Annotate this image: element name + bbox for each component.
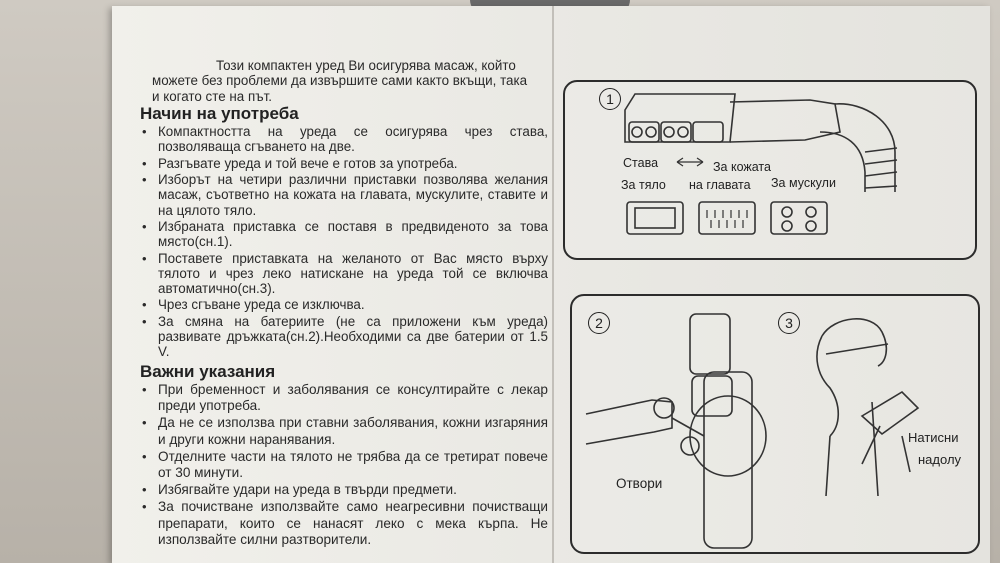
list-item: • За смяна на батериите (не са приложени … — [128, 314, 548, 360]
arm-grip-lines — [864, 147, 898, 189]
section-heading-usage: Начин на употреба — [140, 103, 299, 123]
device-handle-shape — [729, 99, 841, 143]
figure-2-3-frame: 2 3 Отвори Натисни надолу — [570, 294, 980, 554]
double-arrow-icon — [676, 157, 704, 167]
device-arm-shape — [834, 103, 896, 192]
headband — [825, 343, 889, 355]
hair-outline — [821, 318, 888, 367]
bullet-icon: • — [142, 250, 147, 266]
figure-label: Натисни — [908, 430, 959, 445]
list-item-text: За смяна на батериите (не са приложени к… — [158, 313, 548, 360]
intro-line: и когато сте на път. — [152, 88, 272, 104]
attachment-slot — [660, 121, 692, 143]
figure-number: 3 — [778, 312, 800, 334]
instruction-sheet — [112, 6, 990, 563]
list-item: • При бременност и заболявания се консулт… — [128, 382, 548, 414]
scalp-attachment — [698, 201, 756, 235]
attachment-slot — [628, 121, 660, 143]
list-item: • Поставете приставката на желаното от Ва… — [128, 251, 548, 297]
bullet-icon: • — [142, 313, 147, 329]
scalp-bristles — [706, 210, 748, 218]
figure-label: Става — [623, 156, 659, 170]
handle-tube — [703, 371, 753, 549]
list-item-text: Избраната приставка се поставя в предвид… — [158, 218, 548, 250]
figure-label: За кожата — [713, 160, 771, 174]
bullet-icon: • — [142, 381, 147, 397]
figure-2-3-drawing — [585, 313, 920, 549]
figure-label: Отвори — [616, 476, 663, 491]
paper-fold-line — [552, 6, 554, 563]
intro-paragraph: Този компактен уред Ви осигурява масаж, … — [152, 58, 548, 104]
figure-1-drawing — [624, 93, 898, 235]
usage-list: • Компактността на уреда се осигурява чре… — [128, 124, 548, 359]
bullet-icon: • — [142, 448, 147, 464]
bullet-icon: • — [142, 297, 147, 313]
section-heading-notes: Важни указания — [140, 361, 276, 381]
text-column: Този компактен уред Ви осигурява масаж, … — [128, 58, 548, 549]
body-attachment — [626, 201, 684, 235]
list-item-text: Разгъвате уреда и той вече е готов за уп… — [158, 155, 458, 171]
list-item-text: Поставете приставката на желаното от Вас… — [158, 250, 548, 297]
list-item-text: Изборът на четири различни приставки поз… — [158, 172, 548, 218]
list-item: • Изборът на четири различни приставки по… — [128, 172, 548, 218]
bullet-icon: • — [142, 499, 147, 515]
list-item-text: Компактността на уреда се осигурява чрез… — [158, 124, 548, 155]
bullet-icon: • — [142, 415, 147, 431]
massager-in-use — [860, 390, 920, 436]
attachment-slot — [692, 121, 724, 143]
neck-outline — [825, 401, 879, 497]
list-item: • Да не се използва при ставни заболявани… — [128, 415, 548, 447]
battery-upper — [689, 313, 731, 375]
figure-number: 2 — [588, 312, 610, 334]
list-item: • Избягвайте удари на уреда в твърди пред… — [128, 482, 548, 498]
list-item: • Избраната приставка се поставя в предви… — [128, 219, 548, 250]
figure-number: 1 — [599, 88, 621, 110]
device-body-shape — [624, 93, 736, 143]
list-item-text: Отделните части на тялото не трябва да с… — [158, 448, 548, 480]
device-arm-inner — [819, 131, 866, 192]
list-item: • Чрез сгъване уреда се изключва. — [128, 297, 548, 312]
list-item: • Отделните части на тялото не трябва да … — [128, 449, 548, 481]
list-item-text: Избягвайте удари на уреда в твърди предм… — [158, 482, 457, 498]
figure-label: За мускули — [771, 176, 836, 190]
figure-label: на главата — [689, 178, 751, 192]
intro-line: Този компактен уред Ви осигурява масаж, … — [216, 58, 516, 73]
bullet-icon: • — [142, 124, 147, 140]
figure-label: За тяло — [621, 178, 666, 192]
bullet-icon: • — [142, 155, 147, 171]
list-item: • Компактността на уреда се осигурява чре… — [128, 124, 548, 155]
list-item-text: При бременност и заболявания се консулти… — [158, 381, 548, 414]
figure-1-frame: 1 Става За кожата За тяло на главата За … — [563, 80, 977, 260]
intro-line: можете без проблеми да извършите сами ка… — [152, 73, 528, 89]
list-item: • Разгъвате уреда и той вече е готов за у… — [128, 156, 548, 171]
figure-label: надолу — [918, 452, 962, 467]
list-item-text: За почистване използвайте само неагресив… — [158, 499, 548, 547]
arm-part — [585, 399, 673, 445]
list-item-text: Да не се използва при ставни заболявания… — [158, 415, 548, 447]
muscle-attachment — [770, 201, 828, 235]
list-item-text: Чрез сгъване уреда се изключва. — [158, 297, 365, 313]
bullet-icon: • — [142, 218, 147, 234]
grip-circle — [689, 395, 767, 477]
notes-list: • При бременност и заболявания се консулт… — [128, 382, 548, 548]
pointer-line — [901, 435, 911, 473]
head-outline — [816, 335, 840, 437]
list-item: • За почистване използвайте само неагреси… — [128, 499, 548, 548]
bullet-icon: • — [142, 172, 147, 188]
bullet-icon: • — [142, 482, 147, 498]
